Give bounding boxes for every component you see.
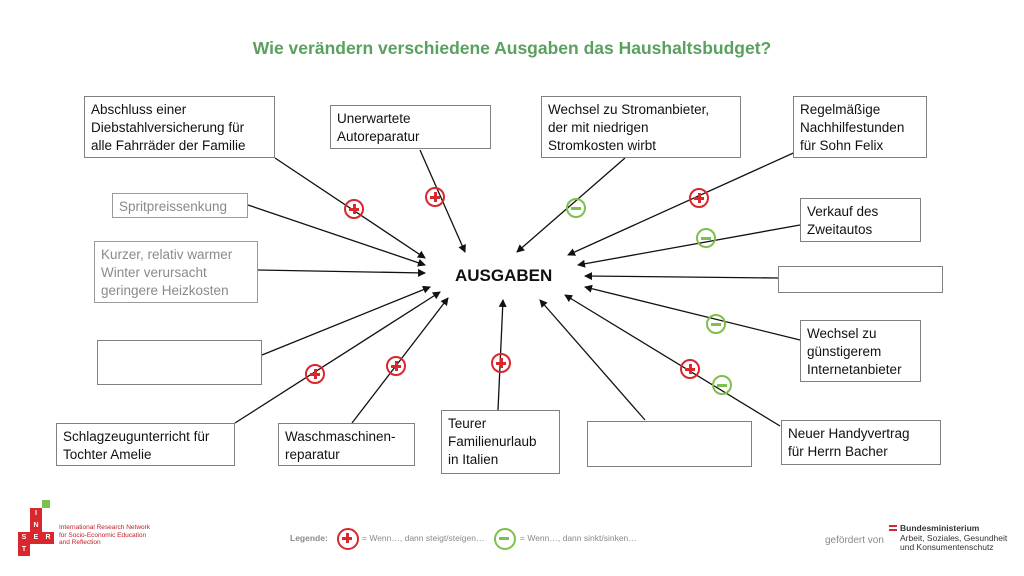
- legend-label: Legende:: [290, 533, 328, 543]
- minus-sign-icon: [706, 314, 726, 334]
- arrow-b14: [539, 299, 646, 421]
- legend-minus-text: = Wenn…, dann sinkt/sinken…: [520, 533, 637, 543]
- logo-cube: N: [30, 520, 42, 532]
- legend-plus-text: = Wenn…, dann steigt/steigen…: [362, 533, 485, 543]
- box-spritpreis: Spritpreissenkung: [112, 193, 248, 218]
- arrow-b10: [584, 284, 801, 341]
- box-internet: Wechsel zu günstigerem Internetanbieter: [800, 320, 921, 382]
- funded-by-label: gefördert von: [825, 535, 884, 546]
- logo-cube: E: [30, 532, 42, 544]
- arrow-b11: [234, 291, 441, 424]
- box-zweitauto: Verkauf des Zweitautos: [800, 198, 921, 242]
- logo-cube: S: [18, 532, 30, 544]
- center-label-ausgaben: AUSGABEN: [455, 266, 553, 285]
- box-empty-left[interactable]: [97, 340, 262, 385]
- logo-cube: R: [42, 532, 54, 544]
- legend-minus-icon: [494, 528, 516, 550]
- arrow-b6: [577, 224, 801, 268]
- box-stromanbieter: Wechsel zu Stromanbieter, der mit niedri…: [541, 96, 741, 158]
- plus-sign-icon: [344, 199, 364, 219]
- minus-sign-icon: [696, 228, 716, 248]
- minus-sign-icon: [566, 198, 586, 218]
- box-autoreparatur: Unerwartete Autoreparatur: [330, 105, 491, 149]
- arrow-b9: [584, 272, 779, 281]
- minus-sign-icon: [712, 375, 732, 395]
- plus-sign-icon: [386, 356, 406, 376]
- ministry-subtitle: Arbeit, Soziales, Gesundheit und Konsume…: [900, 532, 1008, 552]
- logo-cube: I: [30, 508, 42, 520]
- plus-sign-icon: [425, 187, 445, 207]
- plus-sign-icon: [491, 353, 511, 373]
- logo-cube: T: [18, 544, 30, 556]
- arrow-b5: [247, 204, 426, 267]
- logo-cube: [42, 500, 50, 508]
- page-title: Wie verändern verschiedene Ausgaben das …: [252, 38, 772, 58]
- box-nachhilfe: Regelmäßige Nachhilfestunden für Sohn Fe…: [793, 96, 927, 158]
- arrow-b8: [261, 285, 431, 356]
- austria-flag-icon: [889, 525, 897, 531]
- network-name: International Research Network for Socio…: [59, 524, 151, 546]
- box-waschmaschine: Waschmaschinen- reparatur: [278, 423, 415, 466]
- plus-sign-icon: [680, 359, 700, 379]
- arrow-b4: [567, 149, 801, 256]
- arrow-b15: [564, 294, 781, 427]
- legend-plus-icon: [337, 528, 359, 550]
- box-urlaub: Teurer Familienurlaub in Italien: [441, 410, 560, 474]
- box-empty-right[interactable]: [778, 266, 943, 293]
- box-winter: Kurzer, relativ warmer Winter verursacht…: [94, 241, 258, 303]
- box-diebstahlversicherung: Abschluss einer Diebstahlversicherung fü…: [84, 96, 275, 158]
- arrow-b7: [257, 268, 426, 277]
- ministry-title: Bundesministerium: [900, 523, 980, 533]
- box-empty-bottom[interactable]: [587, 421, 752, 467]
- plus-sign-icon: [305, 364, 325, 384]
- box-handyvertrag: Neuer Handyvertrag für Herrn Bacher: [781, 420, 941, 465]
- plus-sign-icon: [689, 188, 709, 208]
- box-schlagzeug: Schlagzeugunterricht für Tochter Amelie: [56, 423, 235, 466]
